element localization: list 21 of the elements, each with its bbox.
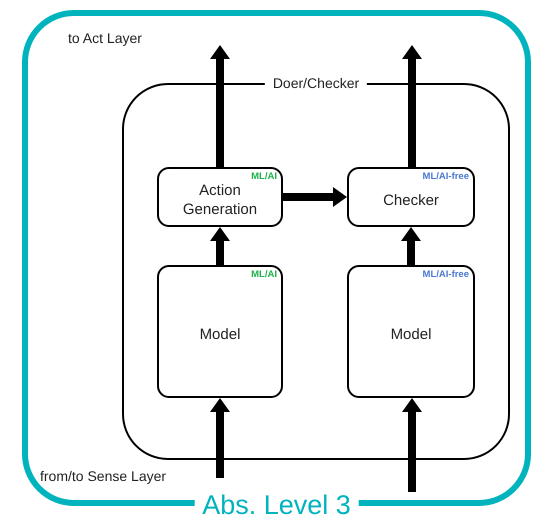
tag-label: ML/AI: [251, 269, 277, 281]
arrow: [210, 398, 230, 478]
arrow: [401, 227, 421, 265]
arrow: [402, 45, 422, 167]
box-label: Checker: [382, 190, 440, 210]
layer-label: from/to Sense Layer: [40, 467, 166, 485]
tag-label: ML/AI-free: [422, 269, 469, 281]
box-label: Action Generation: [182, 181, 258, 219]
process-box: [347, 167, 475, 227]
tag-label: ML/AI: [251, 171, 277, 183]
process-box: [157, 167, 283, 227]
arrow: [402, 398, 422, 492]
process-box: [347, 265, 475, 398]
box-label: Model: [390, 325, 432, 344]
arrow: [210, 227, 230, 265]
layer-label: to Act Layer: [68, 29, 142, 47]
tag-label: ML/AI-free: [422, 171, 469, 183]
arrow: [210, 45, 230, 167]
box-label: Model: [198, 325, 242, 344]
process-box: [157, 265, 283, 398]
arrow: [283, 187, 347, 207]
